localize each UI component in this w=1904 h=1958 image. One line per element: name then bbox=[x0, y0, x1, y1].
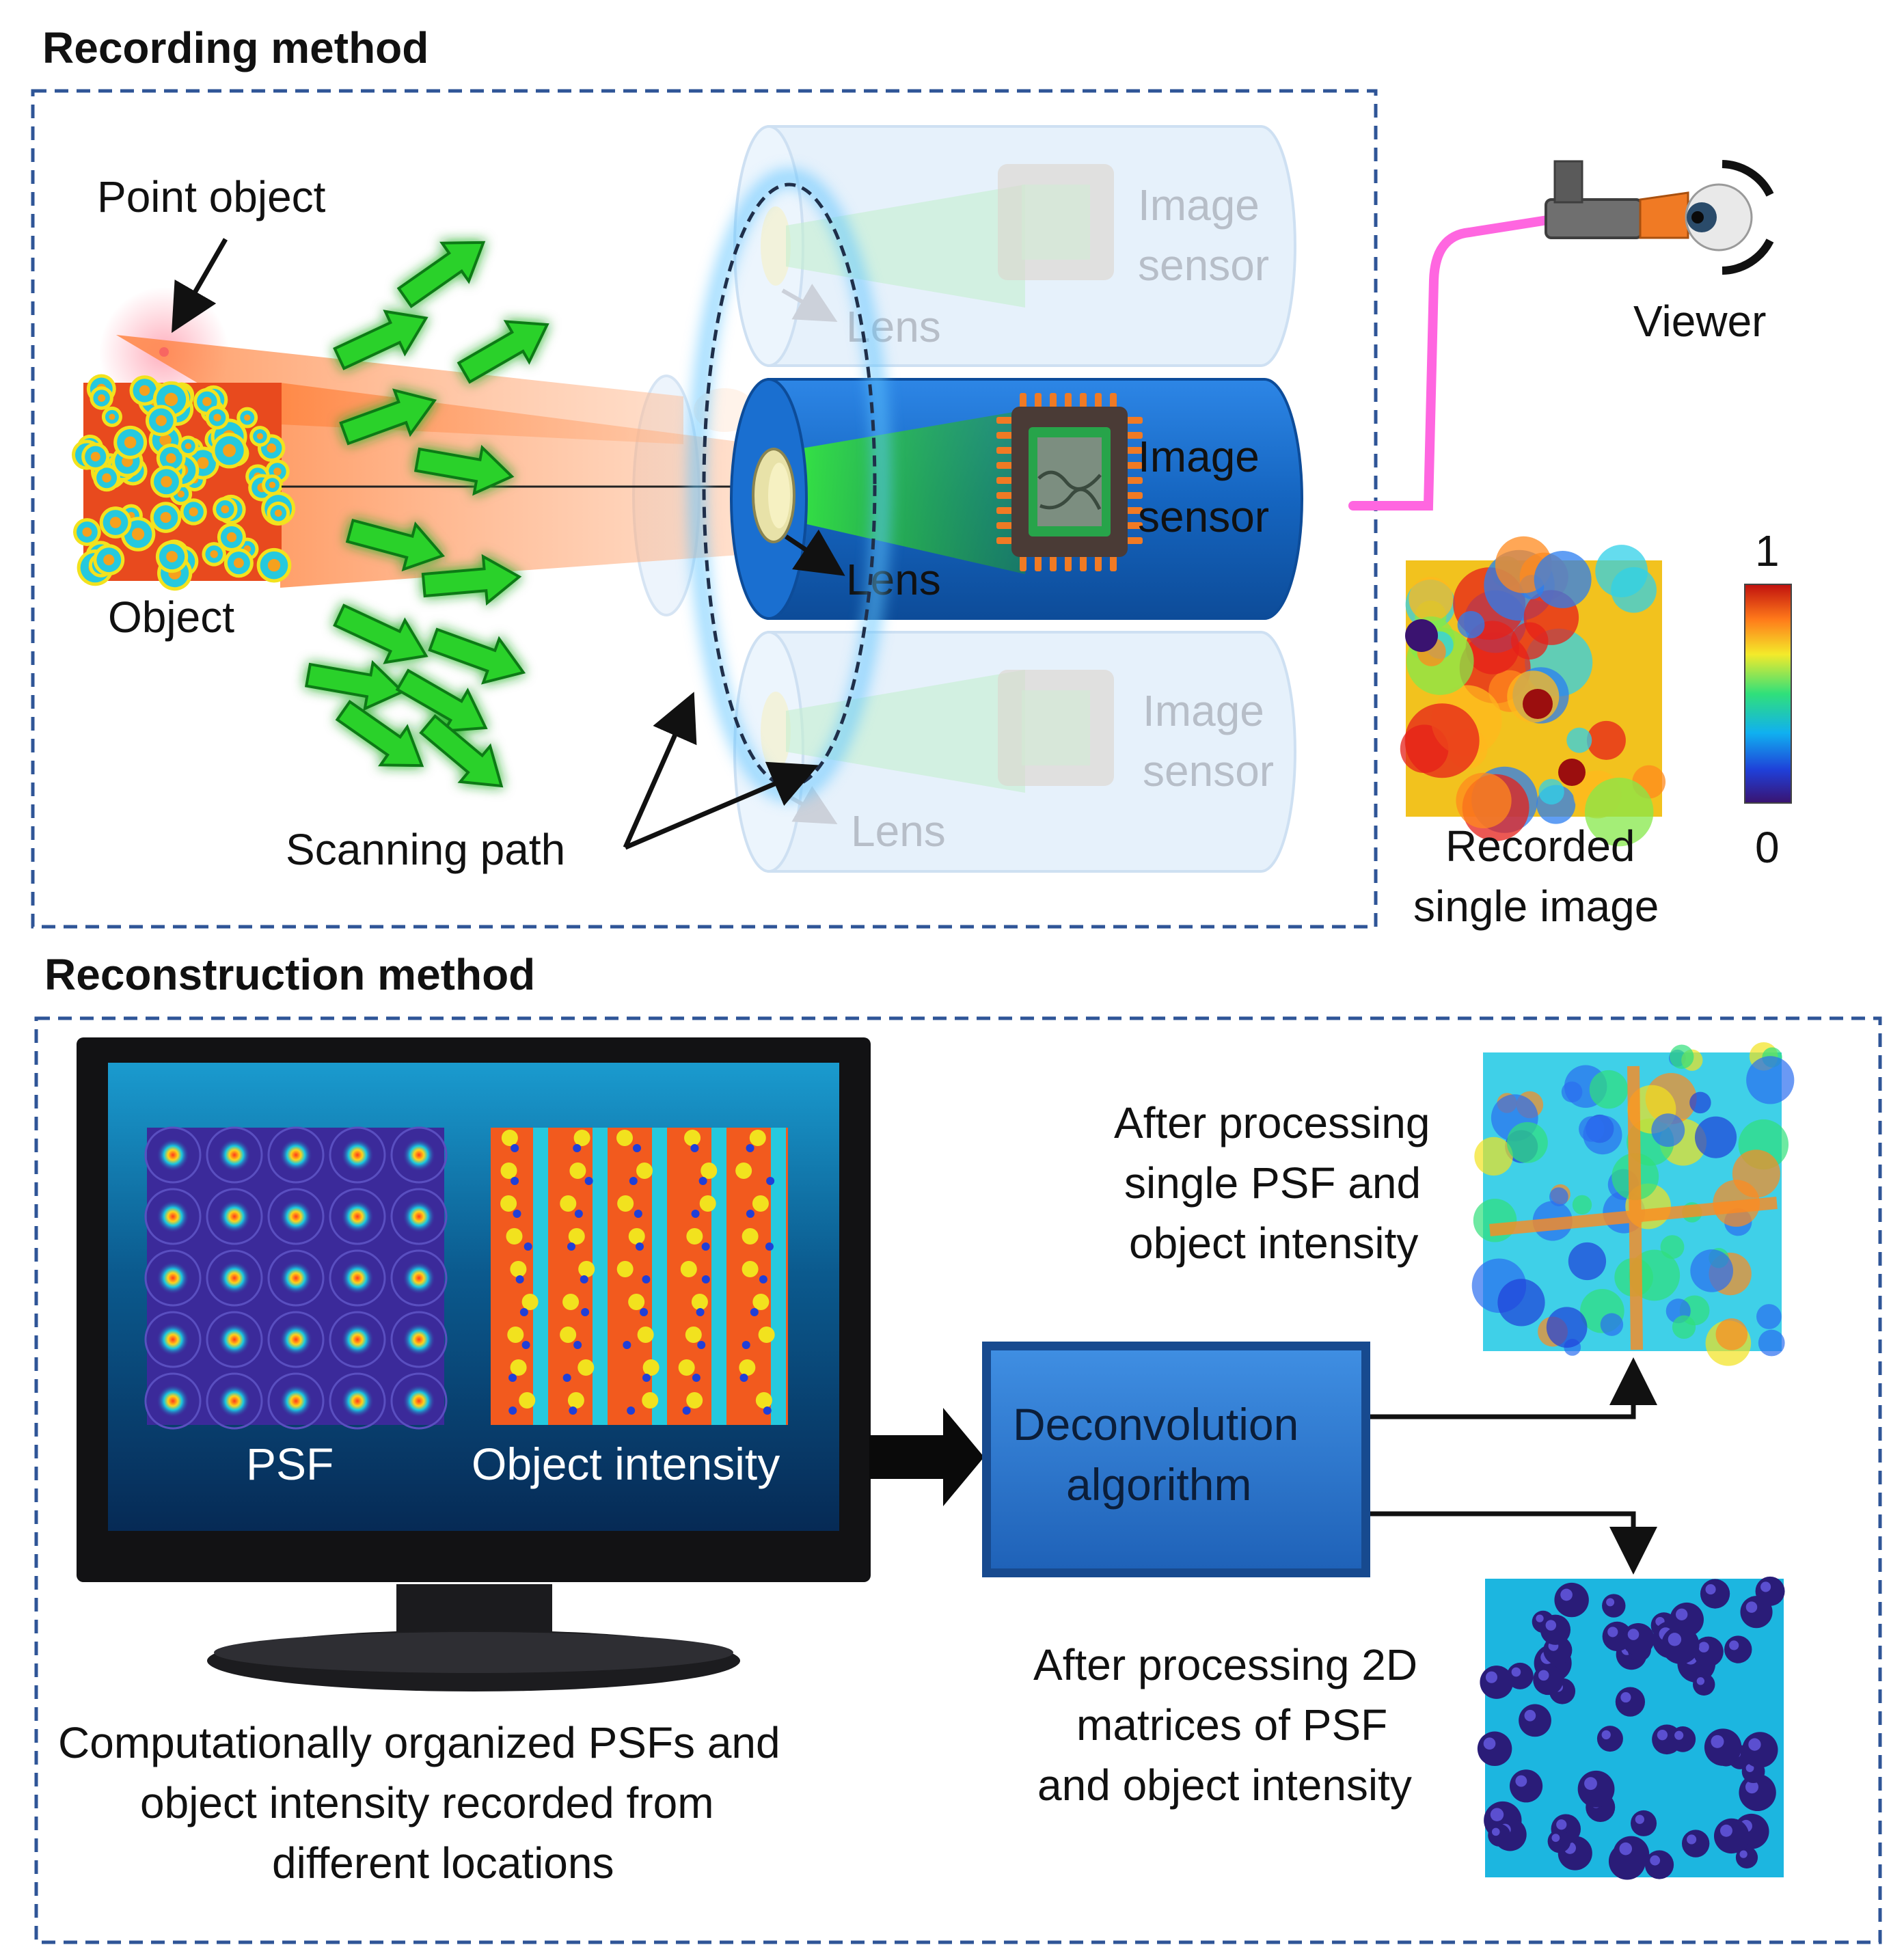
camera-faint-top bbox=[733, 125, 1296, 367]
scanning-path-arrow-1 bbox=[623, 692, 697, 849]
green-arrows bbox=[304, 241, 549, 788]
output-arrow-upper bbox=[1370, 1357, 1657, 1419]
deconvolution-box bbox=[982, 1342, 1370, 1577]
recorded-label-line2: single image bbox=[1413, 882, 1659, 931]
lens-pointer-main bbox=[785, 529, 845, 576]
psf-image bbox=[144, 1126, 448, 1430]
image-sensor-main-line2: sensor bbox=[1138, 492, 1269, 541]
image-sensor-faint-top-line1: Image bbox=[1138, 180, 1260, 230]
lens-label-main: Lens bbox=[846, 555, 941, 604]
recorded-label-line1: Recorded bbox=[1445, 821, 1635, 871]
monitor-caption-line3: different locations bbox=[272, 1838, 614, 1888]
eye-icon bbox=[1685, 160, 1774, 275]
viewer-cable bbox=[1348, 213, 1570, 511]
image-sensor-faint-top-line2: sensor bbox=[1138, 241, 1269, 290]
recording-title: Recording method bbox=[42, 23, 429, 72]
result-single-line3: object intensity bbox=[1129, 1219, 1418, 1268]
image-sensor-chip bbox=[996, 393, 1143, 571]
viewer-label: Viewer bbox=[1633, 297, 1766, 346]
colorbar-min-label: 0 bbox=[1755, 823, 1780, 872]
object-intensity-image bbox=[491, 1128, 788, 1425]
psf-label: PSF bbox=[246, 1439, 334, 1489]
scanning-path-label: Scanning path bbox=[286, 825, 565, 874]
image-sensor-faint-bottom-line2: sensor bbox=[1143, 746, 1274, 796]
reconstruction-panel-border bbox=[34, 1016, 1882, 1944]
lens-pointer-faint-top bbox=[781, 284, 838, 322]
deconvolution-label-line2: algorithm bbox=[1066, 1459, 1251, 1510]
lens-label-faint-bottom: Lens bbox=[851, 806, 946, 856]
result-2d-line1: After processing 2D bbox=[1033, 1640, 1417, 1689]
result-2d-line2: matrices of PSF bbox=[1076, 1700, 1387, 1750]
deconvolution-label-line1: Deconvolution bbox=[1013, 1399, 1298, 1450]
result-single-line1: After processing bbox=[1114, 1098, 1430, 1147]
colorbar-max-label: 1 bbox=[1755, 526, 1780, 575]
colorbar bbox=[1744, 584, 1792, 804]
monitor-to-algorithm-arrow bbox=[869, 1408, 984, 1506]
reconstruction-title: Reconstruction method bbox=[44, 950, 535, 999]
viewer-device bbox=[1545, 160, 1689, 239]
recorded-image bbox=[1400, 536, 1666, 847]
monitor-caption-line1: Computationally organized PSFs and bbox=[58, 1718, 780, 1767]
camera-main bbox=[730, 378, 1303, 620]
output-arrow-lower bbox=[1370, 1511, 1657, 1575]
result-single-line2: single PSF and bbox=[1124, 1158, 1421, 1208]
monitor-caption-line2: object intensity recorded from bbox=[140, 1778, 714, 1827]
object-image bbox=[71, 374, 296, 591]
object-intensity-label: Object intensity bbox=[472, 1439, 780, 1489]
result-2d-matrix-image bbox=[1477, 1576, 1785, 1880]
result-2d-line3: and object intensity bbox=[1037, 1760, 1412, 1810]
point-object-arrow bbox=[172, 238, 228, 334]
result-single-image bbox=[1471, 1042, 1795, 1366]
image-sensor-faint-bottom-line1: Image bbox=[1143, 686, 1264, 735]
scanning-path-arrow-2 bbox=[624, 761, 819, 850]
object-label: Object bbox=[108, 593, 234, 642]
image-sensor-main-line1: Image bbox=[1138, 432, 1260, 481]
point-object-label: Point object bbox=[97, 172, 326, 221]
